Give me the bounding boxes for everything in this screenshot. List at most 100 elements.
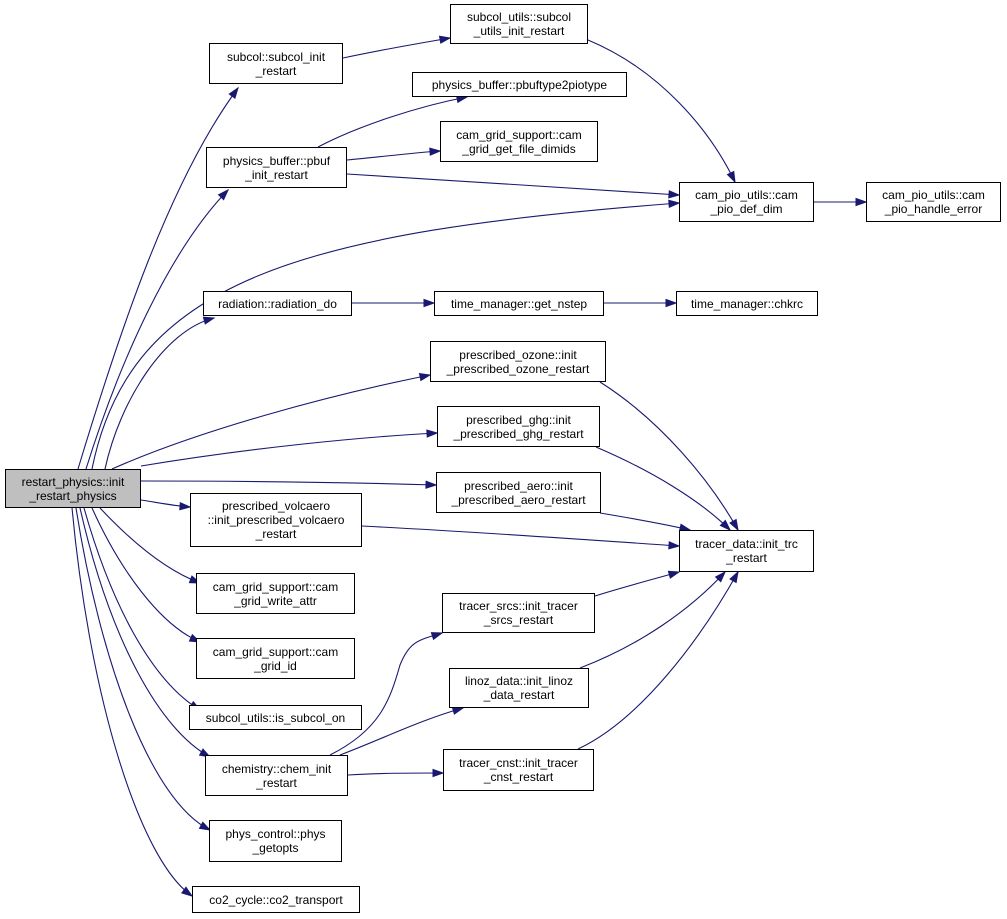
node-label-line: time_manager::chkrc [690, 296, 804, 311]
edge-root-to-is-subcol-on [83, 507, 201, 711]
node-chem-init-restart[interactable]: chemistry::chem_init_restart [205, 755, 348, 796]
node-get-nstep[interactable]: time_manager::get_nstep [434, 291, 604, 316]
node-label-line: tracer_data::init_trc [695, 537, 798, 551]
edge-root-to-prescribed-aero [140, 480, 437, 486]
node-prescribed-aero[interactable]: prescribed_aero::init_prescribed_aero_re… [436, 472, 601, 513]
node-label-line: _restart [726, 551, 767, 565]
arrowhead-chem-init-to-linoz-data [451, 706, 465, 715]
arrowhead-linoz-data-to-init-trc [714, 570, 727, 583]
node-label-line: tracer_srcs::init_tracer [459, 599, 578, 613]
node-label-line: cam_grid_support::cam [456, 127, 582, 142]
arrowhead-root-to-prescribed-ozone [418, 372, 432, 382]
edge-pbuf-to-cam-grid-get-file-dimids [346, 150, 441, 161]
node-restart-physics-init: restart_physics::init_restart_physics [5, 469, 141, 508]
node-prescribed-volcaero[interactable]: prescribed_volcaero::init_prescribed_vol… [190, 493, 362, 547]
edge-root-to-chem-init-restart [79, 507, 211, 758]
node-tracer-srcs[interactable]: tracer_srcs::init_tracer_srcs_restart [442, 593, 595, 633]
edge-root-to-cam-pio-def-dim [91, 202, 680, 470]
node-radiation-do[interactable]: radiation::radiation_do [203, 291, 352, 316]
edge-root-to-prescribed-ghg [140, 432, 438, 467]
node-is-subcol-on[interactable]: subcol_utils::is_subcol_on [189, 705, 362, 730]
node-label-line: cam_grid_support::cam [212, 579, 339, 594]
node-co2-transport[interactable]: co2_cycle::co2_transport [192, 886, 360, 913]
arrowhead-cam-pio-def-dim-to-handle-error [855, 197, 868, 207]
node-label-line: co2_cycle::co2_transport [209, 892, 343, 907]
edge-root-to-phys-getopts [75, 507, 211, 831]
node-label-line: _cnst_restart [483, 770, 554, 784]
arrowhead-tracer-srcs-to-init-trc [667, 570, 681, 579]
node-label-line: _init_restart [245, 167, 308, 182]
edge-root-to-subcol-init-restart [77, 87, 239, 470]
node-label-line: _srcs_restart [483, 613, 554, 627]
node-label-line: radiation::radiation_do [218, 296, 337, 311]
node-label-line: linoz_data::init_linoz [464, 674, 574, 688]
node-subcol-utils-init-restart[interactable]: subcol_utils::subcol_utils_init_restart [450, 4, 588, 44]
node-linoz-data[interactable]: linoz_data::init_linoz_data_restart [449, 668, 589, 708]
node-init-trc-restart[interactable]: tracer_data::init_trc_restart [679, 530, 814, 572]
node-label-line: _utils_init_restart [473, 24, 565, 38]
arrowhead-root-to-prescribed-aero [425, 480, 438, 489]
edge-root-to-radiation-do [104, 317, 215, 470]
node-label-line: tracer_cnst::init_tracer [459, 756, 578, 770]
arrowhead-subcol-utils-to-cam-pio-def-dim [726, 170, 736, 184]
node-tracer-cnst[interactable]: tracer_cnst::init_tracer_cnst_restart [443, 749, 594, 791]
node-prescribed-ozone[interactable]: prescribed_ozone::init_prescribed_ozone_… [430, 341, 606, 382]
arrowhead-chem-init-to-tracer-srcs [430, 632, 444, 641]
edge-tracer-srcs-to-init-trc [594, 571, 680, 597]
arrowhead-tracer-cnst-to-init-trc [729, 570, 739, 584]
edge-prescribed-ghg-to-init-trc [595, 446, 731, 531]
arrowhead-radiation-do-to-get-nstep [423, 298, 436, 308]
arrowhead-prescribed-ghg-to-init-trc [719, 519, 732, 532]
node-label-line: chemistry::chem_init [221, 761, 332, 776]
arrowhead-root-to-co2-transport [181, 886, 194, 897]
edge-linoz-data-to-init-trc [579, 571, 726, 669]
node-label-line: _pio_def_dim [710, 202, 783, 216]
arrowhead-root-to-pbuf-init-restart [217, 188, 230, 201]
arrowhead-root-to-subcol-init-restart [228, 86, 239, 99]
node-label-line: _restart [255, 63, 297, 78]
edge-root-to-co2-transport [71, 507, 193, 897]
arrowhead-chem-init-to-tracer-cnst [432, 768, 445, 778]
arrowhead-root-to-cam-pio-def-dim [668, 199, 681, 209]
node-label-line: prescribed_aero::init [464, 478, 573, 493]
node-label-line: _prescribed_aero_restart [451, 492, 586, 507]
node-label-line: cam_pio_utils::cam [882, 188, 985, 202]
node-label-line: restart_physics::init [21, 474, 125, 489]
arrowhead-root-to-phys-getopts [198, 821, 212, 831]
edge-chem-init-to-tracer-cnst [347, 772, 444, 776]
node-pbuf-init-restart[interactable]: physics_buffer::pbuf_init_restart [206, 147, 347, 188]
node-pbuftype2piotype[interactable]: physics_buffer::pbuftype2piotype [412, 72, 627, 97]
node-label-line: phys_control::phys [225, 827, 326, 841]
node-label-line: _prescribed_ozone_restart [446, 361, 590, 376]
node-label-line: time_manager::get_nstep [450, 296, 588, 311]
node-cam-grid-get-file-dimids[interactable]: cam_grid_support::cam_grid_get_file_dimi… [440, 121, 598, 162]
node-label-line: physics_buffer::pbuf [222, 153, 331, 168]
node-cam-pio-def-dim[interactable]: cam_pio_utils::cam_pio_def_dim [679, 182, 814, 222]
edge-root-to-cam-grid-id [91, 507, 201, 643]
edge-prescribed-volcaero-to-init-trc [361, 525, 680, 547]
arrowhead-root-to-prescribed-ghg [426, 429, 439, 438]
node-phys-getopts[interactable]: phys_control::phys_getopts [209, 820, 342, 862]
edge-root-to-cam-grid-write-attr [99, 507, 201, 584]
node-label-line: ::init_prescribed_volcaero [207, 513, 345, 527]
node-label-line: _data_restart [483, 688, 555, 702]
node-label-line: _pio_handle_error [884, 202, 983, 216]
edge-prescribed-aero-to-init-trc [599, 512, 691, 531]
edge-prescribed-ozone-to-init-trc [599, 381, 739, 531]
node-label-line: subcol_utils::subcol [466, 10, 572, 24]
node-prescribed-ghg[interactable]: prescribed_ghg::init_prescribed_ghg_rest… [437, 406, 600, 447]
node-cam-pio-handle-error[interactable]: cam_pio_utils::cam_pio_handle_error [866, 182, 1001, 222]
node-label-line: _prescribed_ghg_restart [453, 426, 584, 441]
node-subcol-init-restart[interactable]: subcol::subcol_init_restart [209, 43, 343, 84]
node-label-line: prescribed_ozone::init [459, 347, 577, 362]
node-chkrc[interactable]: time_manager::chkrc [676, 291, 818, 316]
edge-pbuf-to-pbuftype2piotype [317, 96, 468, 148]
arrowhead-prescribed-ozone-to-init-trc [729, 518, 739, 532]
node-cam-grid-id[interactable]: cam_grid_support::cam_grid_id [196, 638, 355, 679]
node-label-line: cam_pio_utils::cam [695, 188, 798, 202]
edge-root-to-pbuf-init-restart [85, 189, 229, 470]
node-label-line: subcol::subcol_init [226, 49, 326, 64]
node-cam-grid-write-attr[interactable]: cam_grid_support::cam_grid_write_attr [196, 573, 355, 614]
node-label-line: subcol_utils::is_subcol_on [205, 710, 346, 725]
